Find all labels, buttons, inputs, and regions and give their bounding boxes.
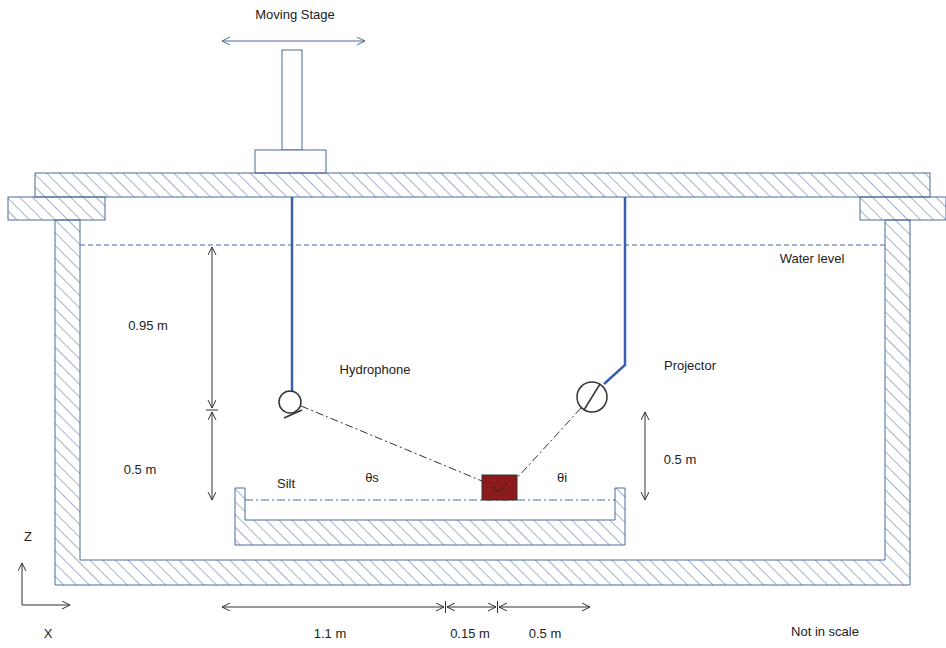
water-level-label: Water level xyxy=(780,252,845,267)
dimension-tick xyxy=(497,601,498,613)
incident-ray xyxy=(517,408,581,478)
dimension-label: 1.1 m xyxy=(314,627,347,642)
target-mark xyxy=(493,483,507,492)
dimension-label: 0.95 m xyxy=(128,319,168,334)
z-axis xyxy=(22,563,23,605)
dimension-label: 0.5 m xyxy=(664,453,697,468)
silt-tray xyxy=(235,488,625,545)
stage-rod xyxy=(282,50,302,150)
projector-slash xyxy=(584,384,600,410)
note-label: Not in scale xyxy=(791,625,859,640)
dimension-line xyxy=(212,247,213,408)
projector-cable xyxy=(604,197,625,384)
axis-label: X xyxy=(44,627,53,642)
dimension-label: 0.15 m xyxy=(450,627,490,642)
dimension-line xyxy=(222,607,444,608)
x-axis xyxy=(22,605,70,606)
scatter-ray xyxy=(301,406,482,481)
dimension-line xyxy=(212,412,213,500)
stage-label: Moving Stage xyxy=(255,8,335,23)
angle-label: θi xyxy=(557,471,567,486)
silt-surface xyxy=(245,500,615,501)
hydrophone-tick xyxy=(284,410,302,418)
dimension-label: 0.5 m xyxy=(124,463,157,478)
target-object xyxy=(482,475,517,500)
dimension-line xyxy=(499,607,590,608)
dimension-line xyxy=(645,412,646,500)
projector-symbol xyxy=(577,382,607,412)
dimension-tick xyxy=(206,410,218,411)
stage-arrow xyxy=(222,41,365,42)
water-line xyxy=(80,245,885,246)
stage-base xyxy=(255,150,326,173)
ledge xyxy=(8,197,105,220)
ledge xyxy=(860,197,946,220)
angle-label: θs xyxy=(365,471,379,486)
dimension-line xyxy=(447,607,496,608)
part-label: Silt xyxy=(277,477,295,492)
tank-wall xyxy=(55,220,910,585)
top-plate xyxy=(35,173,930,197)
hydrophone-cable xyxy=(291,197,294,391)
axis-label: Z xyxy=(24,530,32,545)
part-label: Hydrophone xyxy=(340,363,411,378)
dimension-tick xyxy=(445,601,446,613)
dimension-label: 0.5 m xyxy=(529,627,562,642)
part-label: Projector xyxy=(664,359,716,374)
hydrophone-symbol xyxy=(279,391,301,413)
